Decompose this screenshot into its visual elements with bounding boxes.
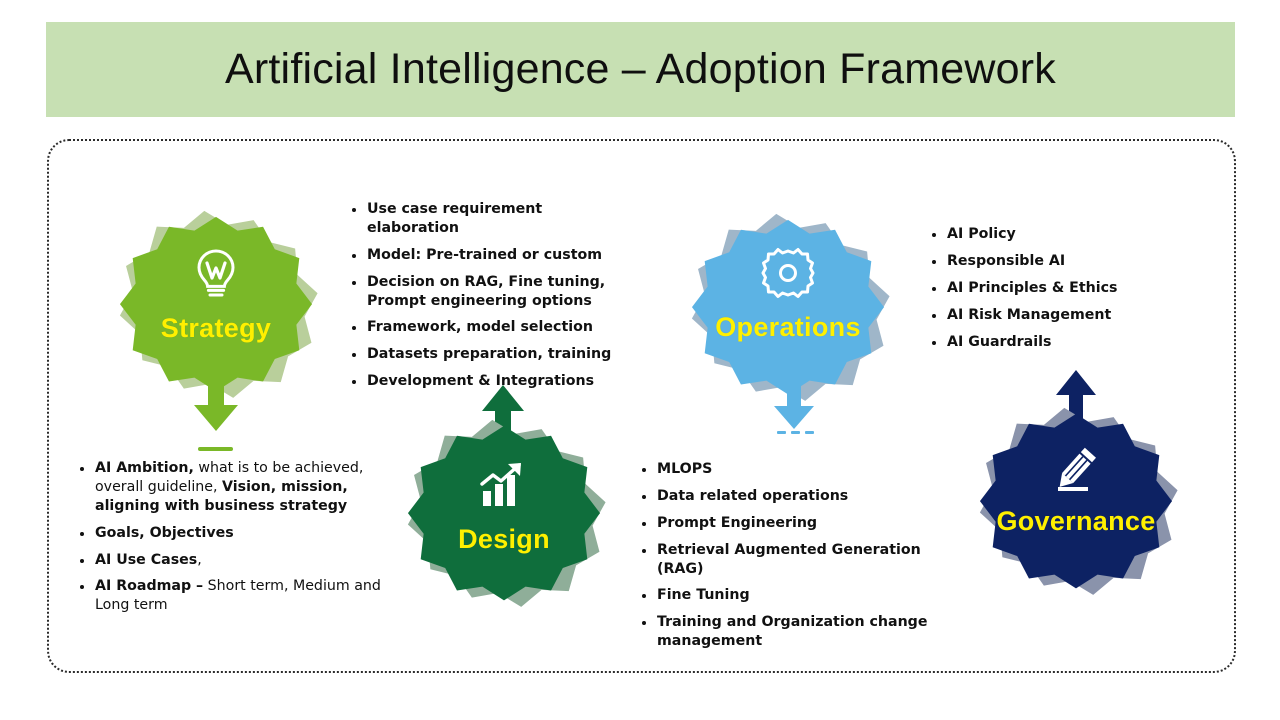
list-item: Prompt Engineering bbox=[640, 514, 960, 533]
gear-icon bbox=[690, 246, 886, 300]
list-item: Development & Integrations bbox=[350, 372, 630, 391]
list-item: Framework, model selection bbox=[350, 318, 630, 337]
list-item: Model: Pre-trained or custom bbox=[350, 246, 630, 265]
list-item: Data related operations bbox=[640, 487, 960, 506]
list-strategy: AI Ambition, what is to be achieved, ove… bbox=[78, 459, 398, 615]
pillar-label-governance: Governance bbox=[996, 506, 1156, 536]
list-item: AI Ambition, what is to be achieved, ove… bbox=[78, 459, 398, 516]
list-item: Goals, Objectives bbox=[78, 524, 398, 543]
growth-chart-icon bbox=[406, 460, 602, 510]
diagram-frame bbox=[47, 139, 1236, 673]
badge-core-design bbox=[407, 425, 601, 601]
bullet-list-strategy: AI Ambition, what is to be achieved, ove… bbox=[78, 459, 398, 623]
pillar-badge-operations[interactable]: Operations bbox=[690, 213, 890, 412]
list-item: AI Guardrails bbox=[930, 333, 1210, 352]
list-item: AI Principles & Ethics bbox=[930, 279, 1210, 298]
list-item: Decision on RAG, Fine tuning, Prompt eng… bbox=[350, 273, 630, 311]
pillar-label-design: Design bbox=[458, 524, 550, 554]
list-item: AI Policy bbox=[930, 225, 1210, 244]
arrow-up-design bbox=[482, 385, 524, 441]
badge-core-governance bbox=[979, 413, 1173, 589]
badge-core-operations bbox=[691, 219, 885, 395]
list-item: Datasets preparation, training bbox=[350, 345, 630, 364]
list-item: MLOPS bbox=[640, 460, 960, 479]
arrow-down-operations bbox=[774, 378, 814, 429]
list-item: AI Use Cases, bbox=[78, 551, 398, 570]
list-item: Training and Organization change managem… bbox=[640, 613, 960, 651]
pillar-badge-strategy[interactable]: Strategy bbox=[118, 210, 318, 409]
pillar-badge-governance[interactable]: Governance bbox=[978, 407, 1178, 606]
page-title: Artificial Intelligence – Adoption Frame… bbox=[225, 45, 1056, 93]
pillar-label-strategy: Strategy bbox=[160, 313, 272, 343]
arrow-up-governance bbox=[1056, 370, 1096, 424]
list-item: Use case requirement elaboration bbox=[350, 200, 630, 238]
list-item: Retrieval Augmented Generation (RAG) bbox=[640, 541, 960, 579]
pencil-icon bbox=[978, 446, 1174, 498]
tick-strategy bbox=[198, 447, 233, 451]
tick-group-operations bbox=[777, 431, 814, 434]
badge-core-strategy bbox=[119, 216, 313, 392]
list-item: AI Roadmap – Short term, Medium and Long… bbox=[78, 577, 398, 615]
list-item: Responsible AI bbox=[930, 252, 1210, 271]
list-item: Fine Tuning bbox=[640, 586, 960, 605]
pillar-badge-design[interactable]: Design bbox=[406, 419, 606, 618]
header-band: Artificial Intelligence – Adoption Frame… bbox=[46, 22, 1235, 117]
lightbulb-icon bbox=[118, 247, 314, 301]
list-item: AI Risk Management bbox=[930, 306, 1210, 325]
arrow-down-strategy bbox=[194, 374, 238, 431]
pillar-label-operations: Operations bbox=[715, 312, 861, 342]
